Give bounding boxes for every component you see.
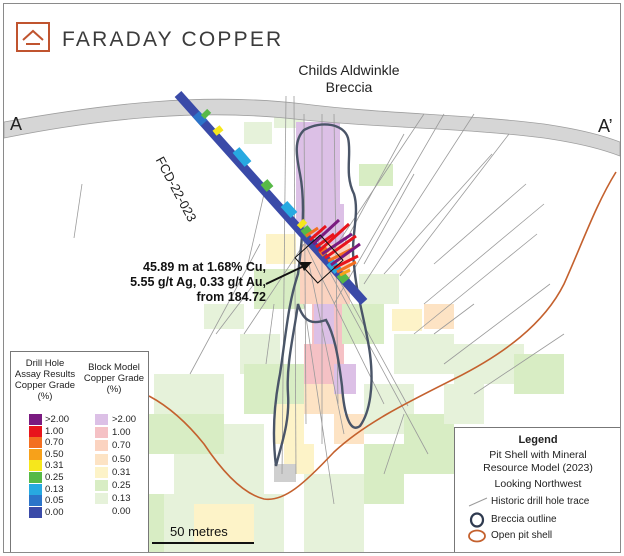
drill-grade-label: 0.13 [45, 483, 64, 495]
block-grade-label: 0.13 [112, 493, 131, 505]
block-grade-label: 0.00 [112, 506, 131, 518]
block-grade-label: 0.31 [112, 466, 131, 478]
map-legend: Legend Pit Shell with Mineral Resource M… [454, 427, 620, 552]
intercept-line-1: 45.89 m at 1.68% Cu, [143, 260, 266, 274]
block-grade-label: 1.00 [112, 427, 131, 439]
block-grade-swatch [95, 414, 108, 425]
intercept-callout: 45.89 m at 1.68% Cu, 5.55 g/t Ag, 0.33 g… [96, 260, 266, 305]
grade-legend: Drill Hole Assay Results Copper Grade (%… [10, 351, 149, 552]
block-grade-swatch [95, 506, 108, 518]
drill-grade-swatch [29, 483, 42, 495]
drill-grade-title: Drill Hole Assay Results Copper Grade (%… [14, 358, 76, 402]
scale-bar [152, 542, 254, 544]
title-line-1: Childs Aldwinkle [298, 62, 400, 78]
block-grade-label: >2.00 [112, 414, 137, 425]
open-pit-shell [148, 171, 617, 501]
cross-section-map [4, 91, 620, 552]
block-grade-label: 0.50 [112, 453, 131, 465]
intercept-arrow [265, 262, 312, 285]
legend-title: Legend [518, 434, 558, 446]
legend-looking: Looking Northwest [494, 478, 582, 490]
drill-grade-swatch [29, 506, 42, 518]
block-grade-swatch [95, 480, 108, 491]
scale-bar-label: 50 metres [170, 524, 228, 539]
block-grade-swatch [95, 453, 108, 465]
block-grade-label: 0.25 [112, 480, 131, 491]
brand-name: FARADAY COPPER [62, 28, 284, 51]
faraday-logo-mark [16, 22, 50, 52]
drill-grade-swatch [29, 437, 42, 449]
drill-grade-label: 0.00 [45, 506, 64, 518]
intercept-line-3: from 184.72 [196, 290, 266, 304]
intercept-line-2: 5.55 g/t Ag, 0.33 g/t Au, [130, 275, 266, 289]
block-grade-swatch [95, 440, 108, 452]
legend-item-pit-shell: Open pit shell [491, 530, 553, 541]
drill-grade-swatch [29, 414, 42, 425]
legend-item-historic-trace: Historic drill hole trace [491, 496, 590, 507]
title-line-2: Breccia [325, 79, 373, 95]
drill-grade-label: 1.00 [45, 425, 64, 437]
legend-item-breccia-outline: Breccia outline [491, 514, 557, 525]
topography-band [4, 98, 620, 157]
section-label-a-prime: A’ [598, 116, 613, 136]
block-model-cells [124, 104, 564, 552]
breccia-outline [272, 123, 373, 467]
block-grade-label: 0.70 [112, 440, 131, 452]
breccia-outline-symbol [469, 512, 485, 528]
historic-drill-traces [73, 95, 565, 505]
drill-grade-label: 0.25 [45, 472, 64, 483]
drill-grade-swatch [29, 460, 42, 472]
block-grade-swatch [95, 427, 108, 439]
drill-grade-label: 0.05 [45, 495, 64, 507]
breccia-title: Childs Aldwinkle Breccia [274, 62, 424, 96]
drill-hole-fcd-22-023 [174, 91, 368, 305]
legend-subtitle: Pit Shell with Mineral Resource Model (2… [483, 449, 593, 474]
block-grade-swatch [95, 466, 108, 478]
drill-grade-label: 0.31 [45, 460, 64, 472]
drill-grade-swatch [29, 448, 42, 460]
pit-shell-symbol [468, 529, 486, 543]
drill-grade-swatch [29, 425, 42, 437]
drill-grade-swatch [29, 472, 42, 483]
drill-grade-swatch [29, 495, 42, 507]
drill-grade-label: 0.50 [45, 448, 64, 460]
block-grade-swatch [95, 493, 108, 505]
drill-grade-label: >2.00 [45, 414, 70, 425]
block-grade-title: Block Model Copper Grade (%) [83, 362, 145, 395]
map-figure: FARADAY COPPER Childs Aldwinkle Breccia … [3, 3, 621, 553]
drill-grade-label: 0.70 [45, 437, 64, 449]
historic-trace-symbol [468, 497, 488, 507]
section-label-a: A [10, 114, 23, 134]
